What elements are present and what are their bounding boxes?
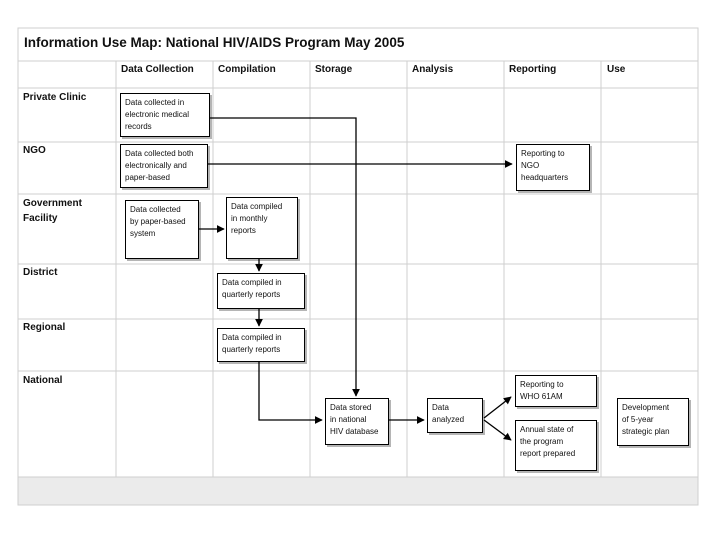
box-national-report-who: Reporting to WHO 61AM	[515, 375, 597, 407]
column-header-analysis: Analysis	[412, 64, 454, 75]
column-header-compilation: Compilation	[218, 64, 276, 75]
footer-band	[18, 477, 698, 505]
page-title: Information Use Map: National HIV/AIDS P…	[24, 35, 405, 50]
box-private-clinic-collection: Data collected in electronic medical rec…	[120, 93, 210, 137]
box-national-use: Development of 5-year strategic plan	[617, 398, 689, 446]
row-label-government-facility: Government Facility	[23, 198, 82, 224]
box-gov-collection: Data collected by paper-based system	[125, 200, 199, 259]
column-header-use: Use	[607, 64, 626, 75]
box-ngo-reporting: Reporting to NGO headquarters	[516, 144, 590, 191]
row-label-district: District	[23, 267, 58, 278]
box-gov-compilation: Data compiled in monthly reports	[226, 197, 298, 259]
box-district-compilation: Data compiled in quarterly reports	[217, 273, 305, 309]
column-header-storage: Storage	[315, 64, 353, 75]
box-regional-compilation: Data compiled in quarterly reports	[217, 328, 305, 362]
box-national-storage: Data stored in national HIV database	[325, 398, 389, 445]
arrow-regional-to-storage	[258, 362, 323, 424]
box-national-report-annual: Annual state of the program report prepa…	[515, 420, 597, 471]
row-label-regional: Regional	[23, 322, 66, 333]
arrow-private-clinic-to-storage	[210, 117, 360, 397]
table-border	[17, 27, 699, 506]
box-national-analysis: Data analyzed	[427, 398, 483, 433]
row-label-private-clinic: Private Clinic	[23, 92, 87, 103]
box-ngo-collection: Data collected both electronically and p…	[120, 144, 208, 188]
column-header-data-collection: Data Collection	[121, 64, 194, 75]
arrow-analysis-to-who-report	[483, 396, 512, 419]
row-label-national: National	[23, 375, 63, 386]
row-label-ngo: NGO	[23, 145, 46, 156]
column-header-reporting: Reporting	[509, 64, 557, 75]
arrow-analysis-to-annual-report	[483, 419, 512, 441]
